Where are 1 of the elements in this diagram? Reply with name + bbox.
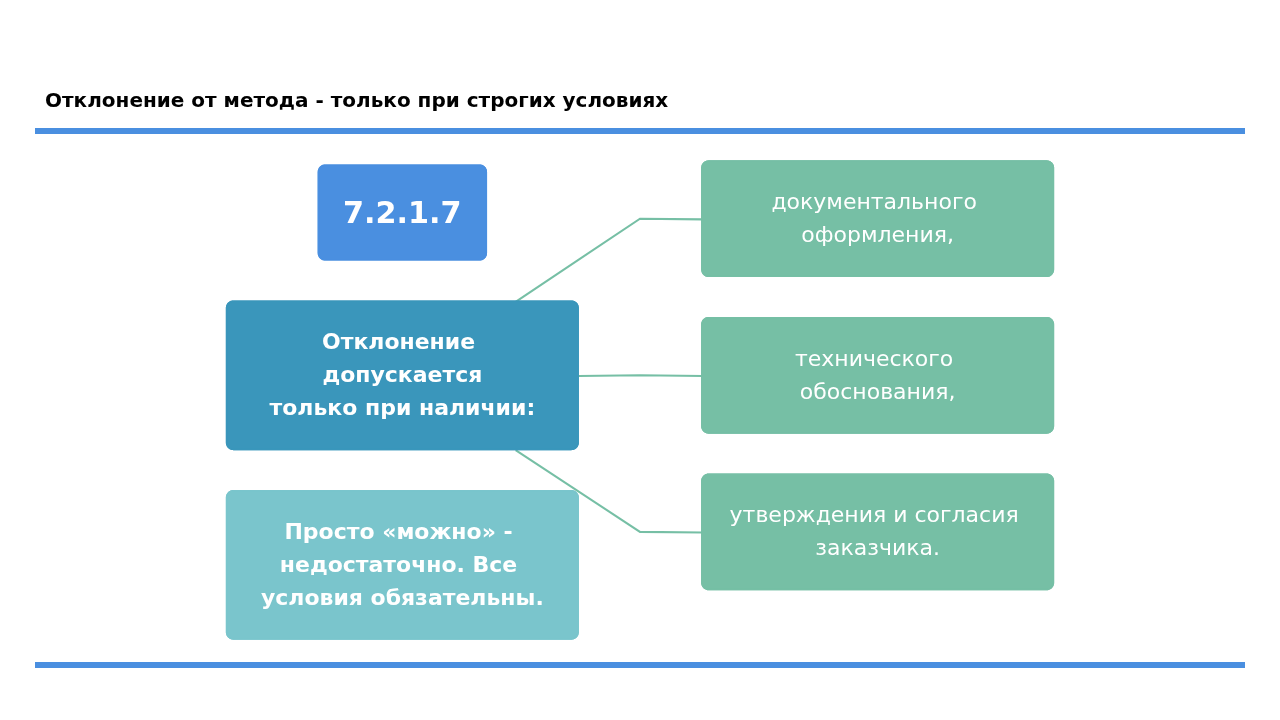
slide-title: Отклонение от метода - только при строгих условиях <box>45 88 669 112</box>
